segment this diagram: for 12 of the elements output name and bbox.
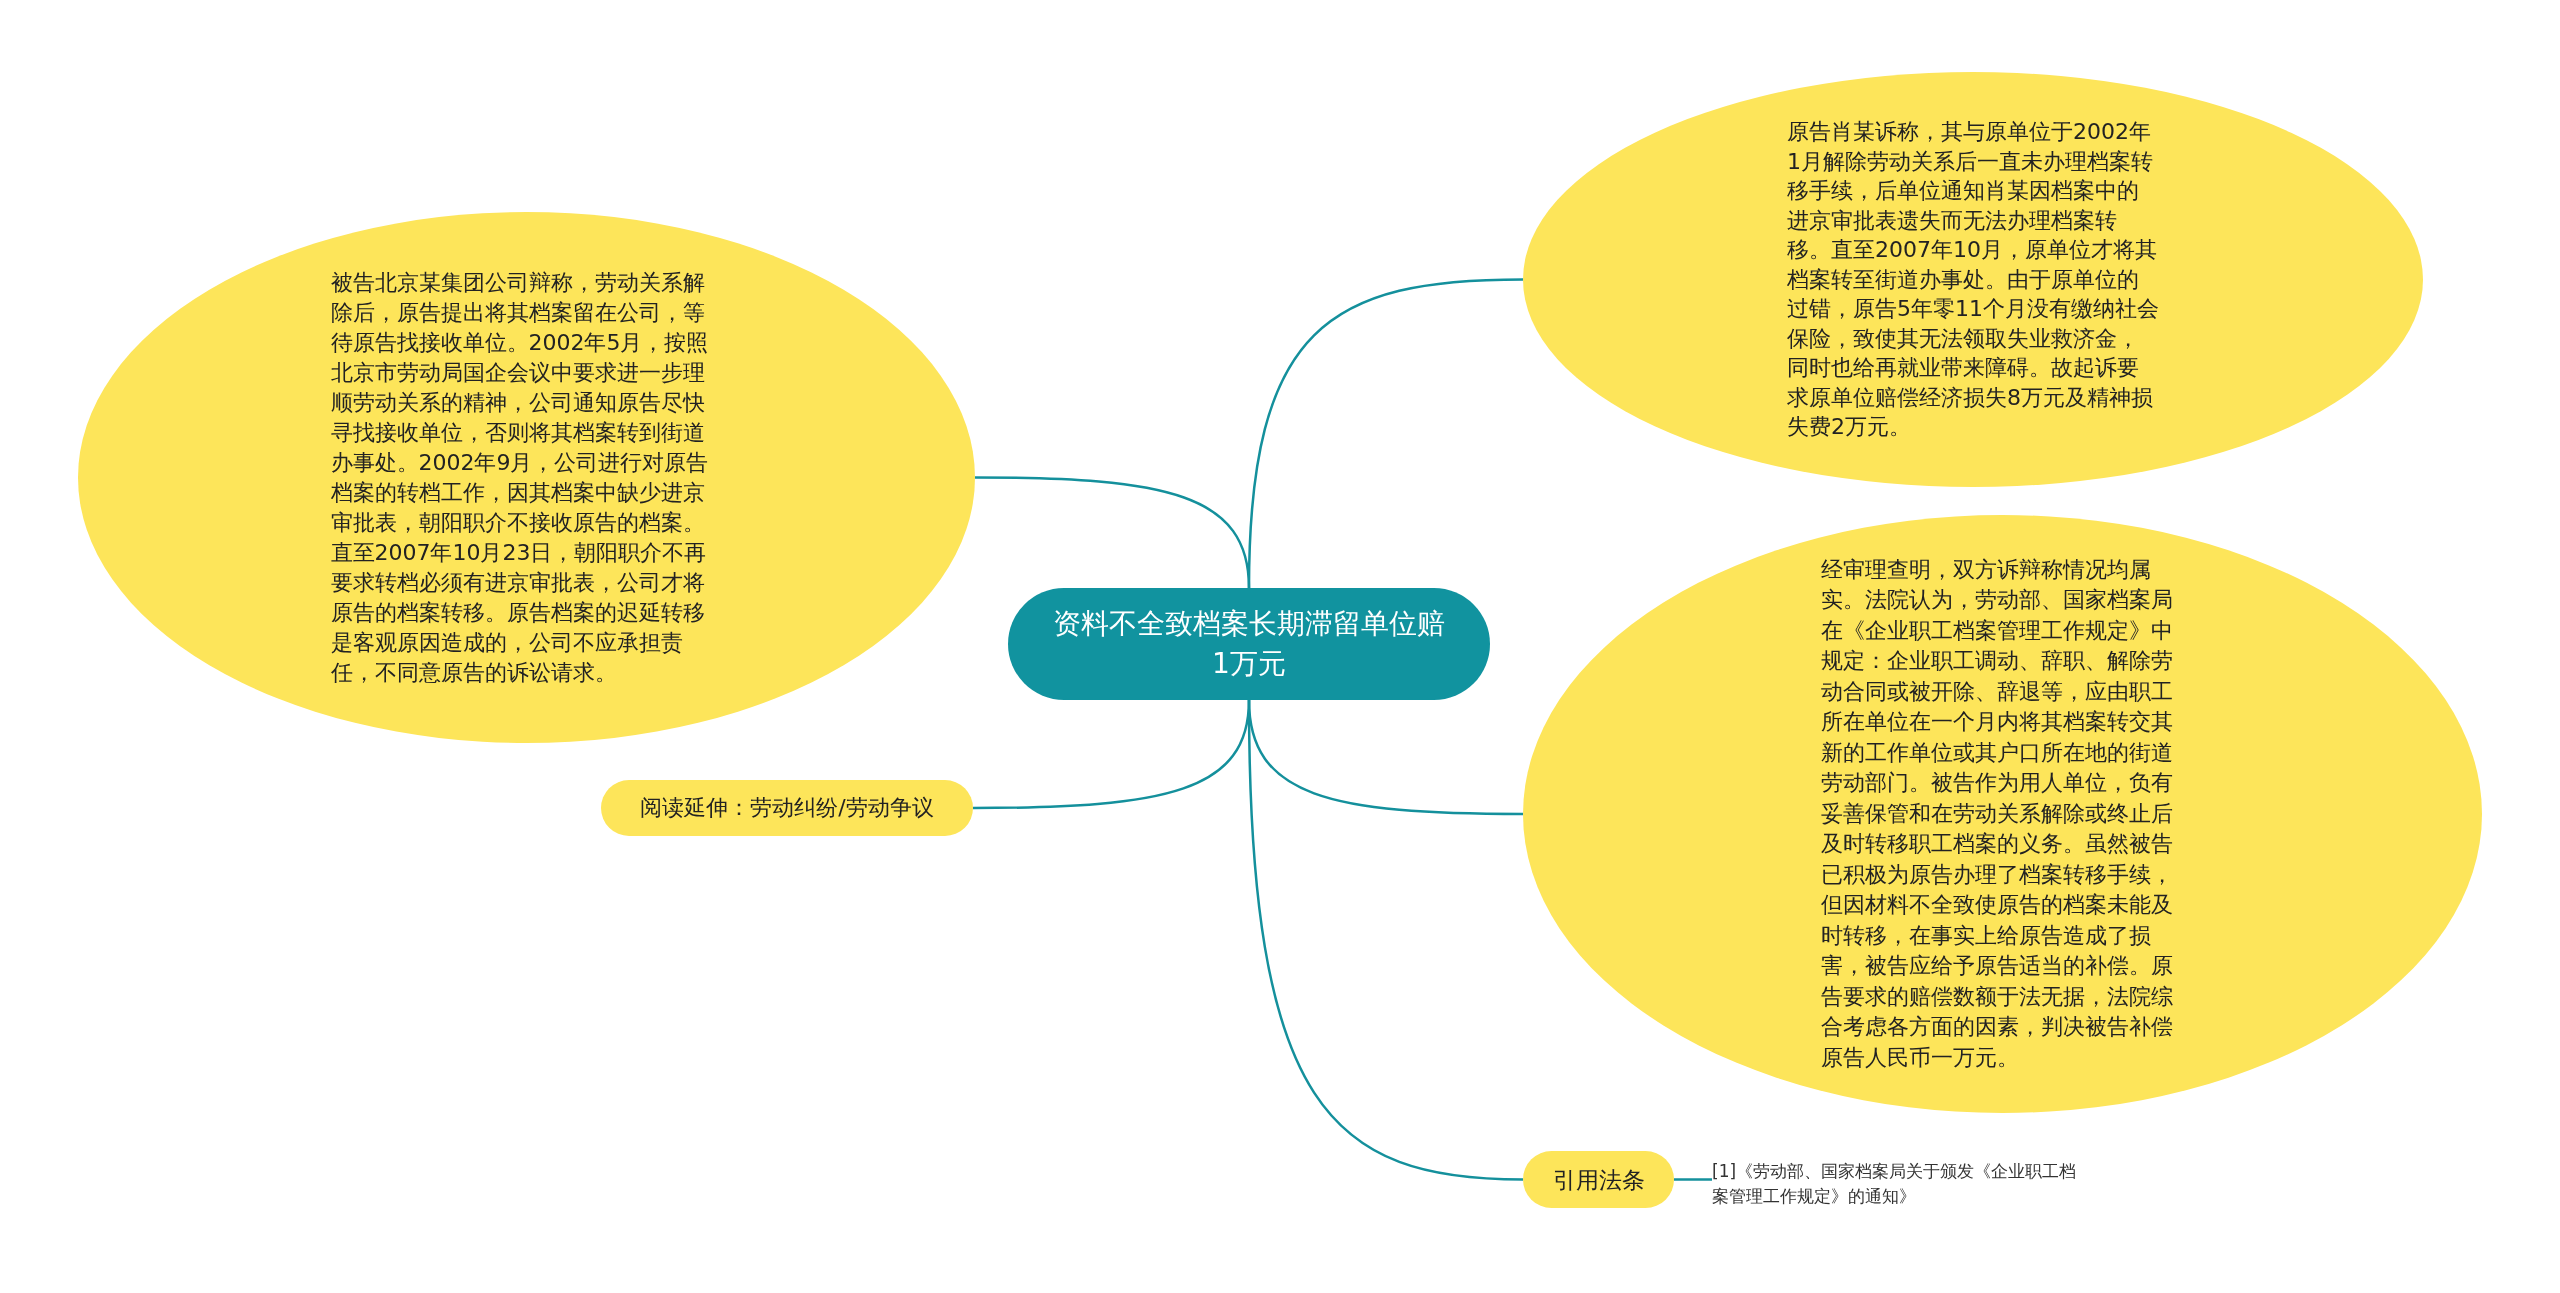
topic-pill: [1523, 1151, 1674, 1208]
node-text: 引用法条: [1551, 1165, 1646, 1195]
node-text: 阅读延伸：劳动纠纷/劳动争议: [639, 794, 935, 822]
reference-text: [1]《劳动部、国家档案局关于颁发《企业职工档案管理工作规定》的通知》: [1712, 1160, 2078, 1208]
topic-pill: [601, 780, 973, 836]
connector-line: [1247, 699, 1524, 1181]
node-text: 原告肖某诉称，其与原单位于2002年1月解除劳动关系后一直未办理档案转移手续，后单位通知肖某因档案中的进京审批表遗失而无法办理档案转移。直至2007年10月，原单位才将其档案转至街道办事处。由于原单位的过错，原告5年零11个月没有缴纳社会保险，致使其无法领取失业救济金，同时也给再就业带来障碍。故起诉要求原单位赔偿经济损失8万元及精神损失费2万元。: [1787, 118, 2159, 442]
connector-line: [1674, 1178, 1712, 1181]
node-text: 经审理查明，双方诉辩称情况均属实。法院认为，劳动部、国家档案局在《企业职工档案管理工作规定》中规定：企业职工调动、辞职、解除劳动合同或被开除、辞退等，应由职工所在单位在一个月内将其档案转交其新的工作单位或其户口所在地的街道劳动部门。被告作为用人单位，负有妥善保管和在劳动关系解除或终止后及时转移职工档案的义务。虽然被告已积极为原告办理了档案转移手续，但因材料不全致使原告的档案未能及时转移，在事实上给原告造成了损害，被告应给予原告适当的补偿。原告要求的赔偿数额于法无据，法院综合考虑各方面的因素，判决被告补偿原告人民币一万元。: [1820, 555, 2174, 1072]
connector-line: [1247, 278, 1524, 589]
node-text: 被告北京某集团公司辩称，劳动关系解除后，原告提出将其档案留在公司，等待原告找接收单位。2002年5月，按照北京市劳动局国企会议中要求进一步理顺劳动关系的精神，公司通知原告尽快寻找接收单位，否则将其档案转到街道办事处。2002年9月，公司进行对原告档案的转档工作，因其档案中缺少进京审批表，朝阳职介不接收原告的档案。直至2007年10月23日，朝阳职介不再要求转档必须有进京审批表，公司才将原告的档案转移。原告档案的迟延转移是客观原因造成的，公司不应承担责任，不同意原告的诉讼请求。: [330, 268, 710, 687]
node-text: 资料不全致档案长期滞留单位赔1万元: [1052, 606, 1446, 682]
